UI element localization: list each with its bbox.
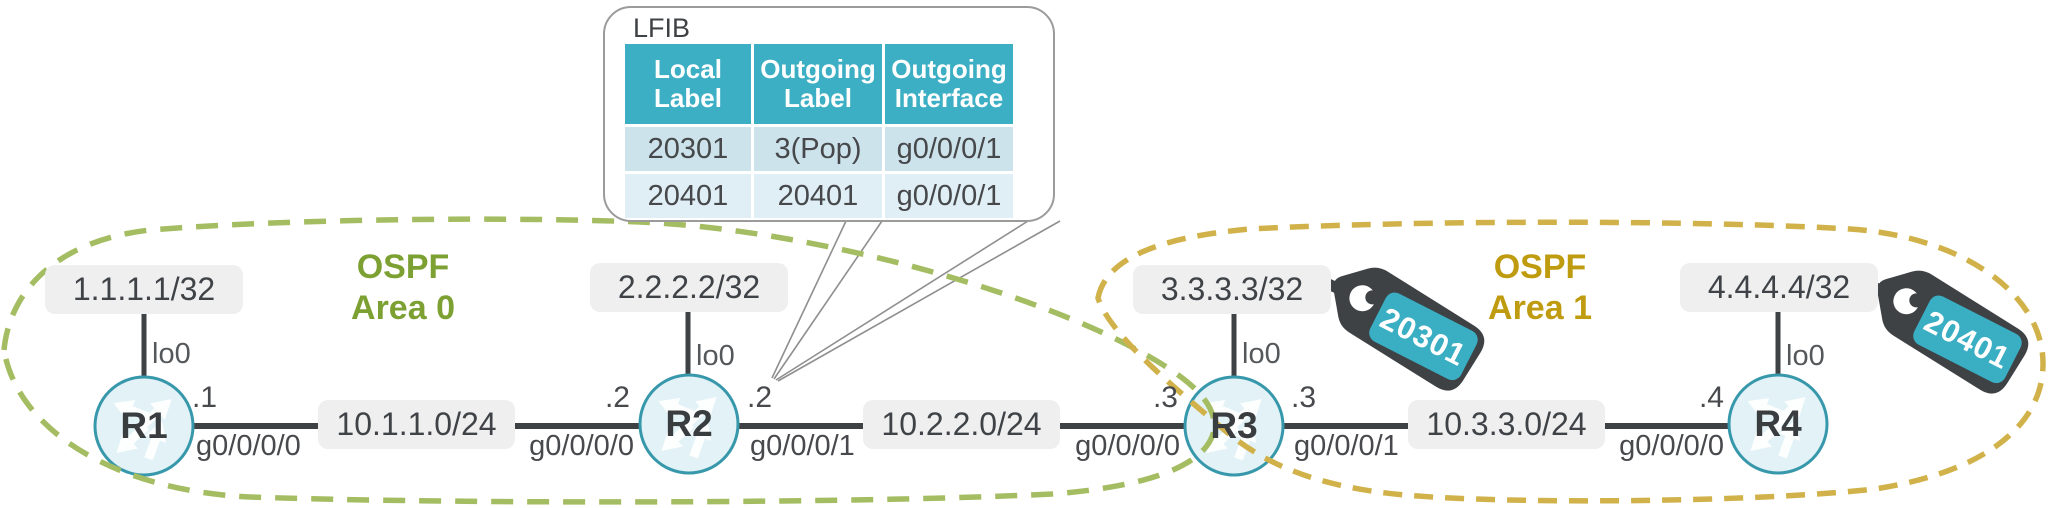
loopback-label-r3: 3.3.3.3/32: [1133, 265, 1331, 314]
router-r1-name: R1: [120, 405, 168, 446]
r4-g0000-interface: g0/0/0/0: [1619, 430, 1724, 462]
router-r2-name: R2: [665, 403, 713, 444]
callout-tail-left: [771, 220, 847, 379]
lfib-cell: 20401: [754, 174, 882, 218]
lo0-label-r1: lo0: [152, 338, 191, 370]
loopback-label-r4: 4.4.4.4/32: [1680, 263, 1878, 312]
ospf-area1-title: OSPF: [1493, 248, 1587, 286]
r3-g0000-interface: g0/0/0/0: [1075, 430, 1180, 462]
loopback-label-r2: 2.2.2.2/32: [590, 263, 788, 312]
ospf-area0-subtitle: Area 0: [351, 289, 455, 327]
r3-g0001-address: .3: [1291, 381, 1317, 414]
router-r4-name: R4: [1754, 403, 1802, 444]
r1-g0000-address: .1: [192, 381, 218, 414]
tag-plate: [1913, 295, 2022, 384]
ospf-area1-caption: OSPF Area 1: [1430, 247, 1650, 329]
router-r4-icon: [1727, 373, 1829, 475]
r3-g0000-address: .3: [1152, 381, 1178, 414]
lfib-header-outgoing-label: Outgoing Label: [754, 44, 882, 124]
router-r3-icon: [1183, 375, 1285, 477]
lfib-callout-title: LFIB: [633, 13, 691, 43]
callout-tail-right: [775, 220, 1029, 381]
lfib-cell: g0/0/0/1: [885, 127, 1013, 171]
lfib-callout: LFIB Local Label Outgoing Label Outgoing…: [603, 6, 1055, 222]
r2-g0000-address: .2: [604, 381, 630, 414]
network-label-10-1-1-0: 10.1.1.0/24: [318, 400, 515, 449]
r2-g0001-address: .2: [747, 381, 773, 414]
r4-g0000-address: .4: [1698, 381, 1724, 414]
lfib-table: Local Label Outgoing Label Outgoing Inte…: [625, 44, 1013, 218]
router-r2-icon: [638, 373, 740, 475]
router-r1-icon: [93, 375, 195, 477]
lfib-header-local-label: Local Label: [625, 44, 751, 124]
r2-g0001-interface: g0/0/0/1: [750, 430, 855, 462]
callout-tail-left-inner: [773, 220, 883, 380]
ospf-area1-boundary: [1095, 219, 2046, 504]
network-label-10-2-2-0: 10.2.2.0/24: [863, 400, 1060, 449]
lfib-cell: 3(Pop): [754, 127, 882, 171]
loopback-label-r1: 1.1.1.1/32: [45, 265, 243, 314]
lo0-label-r4: lo0: [1786, 340, 1825, 372]
ospf-area0-caption: OSPF Area 0: [293, 247, 513, 329]
mpls-label-tag-20301: 20301: [1333, 267, 1485, 391]
lo0-label-r3: lo0: [1242, 338, 1281, 370]
network-label-10-3-3-0: 10.3.3.0/24: [1408, 400, 1605, 449]
ospf-area1-subtitle: Area 1: [1488, 289, 1592, 327]
lfib-cell: 20301: [625, 127, 751, 171]
ospf-area0-boundary: [1, 216, 1217, 505]
callout-tail-right-inner: [777, 220, 1061, 382]
lfib-cell: 20401: [625, 174, 751, 218]
r2-g0000-interface: g0/0/0/0: [529, 430, 634, 462]
lfib-header-outgoing-interface: Outgoing Interface: [885, 44, 1013, 124]
lfib-cell: g0/0/0/1: [885, 174, 1013, 218]
r3-g0001-interface: g0/0/0/1: [1294, 430, 1399, 462]
r1-g0000-interface: g0/0/0/0: [196, 430, 301, 462]
tag-plate: [1369, 292, 1478, 381]
ospf-area0-title: OSPF: [356, 248, 450, 286]
router-r3-name: R3: [1210, 405, 1258, 446]
mpls-label-tag-20401: 20401: [1877, 270, 2029, 394]
lo0-label-r2: lo0: [696, 340, 735, 372]
